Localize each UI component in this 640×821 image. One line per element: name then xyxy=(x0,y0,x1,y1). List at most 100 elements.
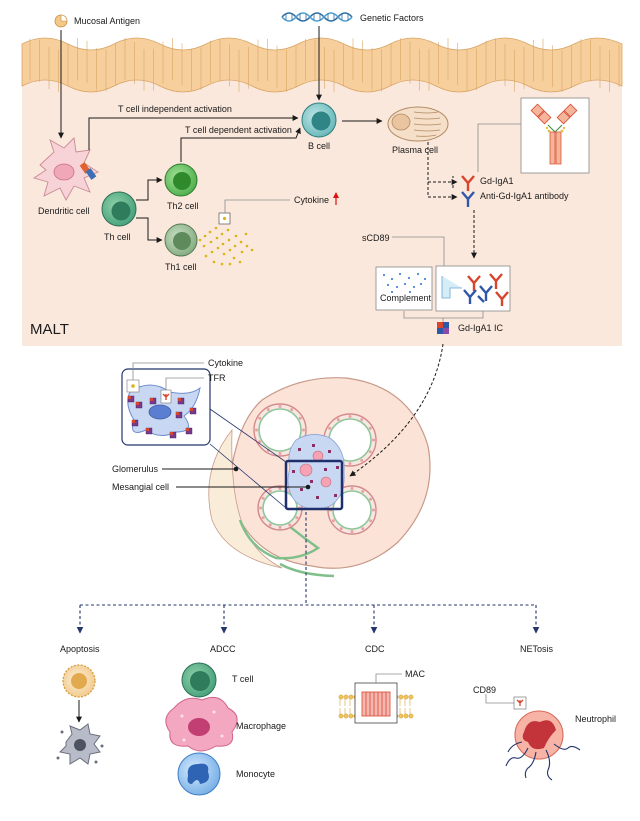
cd89-label: CD89 xyxy=(473,685,496,695)
endothelial-cell xyxy=(369,497,373,501)
cytokine-dot xyxy=(228,262,232,266)
apoptosis-label: Apoptosis xyxy=(60,644,100,654)
zoom-connector-bottom xyxy=(209,443,287,509)
cytokine-dot xyxy=(234,234,238,238)
cytokine-dot xyxy=(232,256,236,260)
panel-ic-deposit-detail xyxy=(170,432,173,435)
complement-dot xyxy=(395,285,399,289)
endothelial-cell xyxy=(360,418,364,422)
endothelial-cell xyxy=(348,415,352,418)
genetic-factors-label: Genetic Factors xyxy=(360,13,424,23)
th2-cell xyxy=(164,163,198,197)
cytokine-dot xyxy=(198,238,202,242)
ic-to-glomerulus-arrow xyxy=(349,343,444,477)
cytokine-dot xyxy=(240,250,244,254)
cytokine-dot xyxy=(220,232,224,236)
cytokine-increase-arrow-icon xyxy=(333,192,339,205)
lipid-head-bottom xyxy=(348,713,354,719)
epithelium-layer xyxy=(21,37,623,93)
cytokine-dot xyxy=(212,260,216,264)
endothelial-cell xyxy=(336,418,340,422)
apoptotic-cell xyxy=(56,723,104,765)
cytokine-dot xyxy=(222,252,226,256)
endothelial-cell xyxy=(302,428,305,432)
plasma-cell xyxy=(387,106,449,142)
endothelial-cell xyxy=(266,408,270,412)
endothelial-cell xyxy=(369,519,373,523)
complement-dot xyxy=(419,282,423,286)
capillary-loops xyxy=(253,403,377,535)
lipid-head-top xyxy=(408,694,414,700)
cytokine-kidney-callout xyxy=(132,362,204,380)
cytokine-dot xyxy=(216,246,220,250)
complement-dot xyxy=(408,290,412,294)
lipid-head-top xyxy=(398,694,404,700)
endothelial-cell xyxy=(259,506,262,510)
cytokine-dot xyxy=(210,250,214,254)
complement-dot xyxy=(386,283,390,287)
ic-deposit xyxy=(328,450,331,453)
mesangial-pointer-dot xyxy=(305,484,311,490)
complement-box xyxy=(375,266,433,311)
cytokine-dot xyxy=(215,236,219,240)
scd89-callout xyxy=(392,236,445,272)
mesangial-zoom-box xyxy=(284,459,344,511)
macrophage xyxy=(165,696,238,752)
cytokine-dot xyxy=(250,248,254,252)
gd-iga1-label: Gd-IgA1 xyxy=(480,176,514,186)
cytokine-dot xyxy=(227,238,231,242)
panel-ic-deposit-detail xyxy=(132,420,135,423)
ic-deposit xyxy=(324,468,327,471)
cytokine-dot xyxy=(238,260,242,264)
epithelial-cells xyxy=(29,38,620,92)
capillary-lumen xyxy=(258,408,302,452)
cd89-receptor-icon xyxy=(516,699,524,706)
ic-deposit xyxy=(298,448,301,451)
adcc-label: ADCC xyxy=(210,644,236,654)
mucosal-antigen-label: Mucosal Antigen xyxy=(74,16,140,26)
panel-ic-deposit-detail xyxy=(178,398,181,401)
th1-cell xyxy=(164,223,198,257)
monocyte-label: Monocyte xyxy=(236,769,275,779)
endothelial-cell xyxy=(331,519,335,523)
cytokine-zoom-dot xyxy=(222,216,227,221)
th-cell-label: Th cell xyxy=(104,232,131,242)
complement-dot xyxy=(398,272,402,276)
ic-deposit xyxy=(300,488,303,491)
endothelial-cell xyxy=(360,458,364,462)
complement-dot xyxy=(390,277,394,281)
endothelial-cell xyxy=(368,426,372,430)
cdc-label: CDC xyxy=(365,644,385,654)
cytokine-dot xyxy=(220,262,224,266)
endothelial-cell xyxy=(278,487,282,490)
tfr-label: TFR xyxy=(208,373,226,383)
anti-gd-iga1-icon xyxy=(461,191,475,207)
healthy-cell xyxy=(62,664,96,698)
t-cell xyxy=(181,662,217,698)
cytokine-callout-line xyxy=(224,199,290,213)
glomerulus-pointer-dot xyxy=(233,466,239,472)
mesangial-cell-label: Mesangial cell xyxy=(112,482,169,492)
cytokine-dot xyxy=(209,240,213,244)
endothelial-cell xyxy=(295,516,299,520)
complement-dot xyxy=(403,282,407,286)
ic-bracket xyxy=(403,311,484,319)
panel-immune-complexes xyxy=(127,395,197,439)
t-cell-label: T cell xyxy=(232,674,253,684)
gd-iga1-callout xyxy=(477,123,521,172)
neutrophil xyxy=(505,710,581,781)
endothelial-cell xyxy=(278,452,282,455)
th-to-th1-arrow xyxy=(136,217,163,243)
cytokine-dot xyxy=(204,254,208,258)
complement-dots xyxy=(382,272,427,294)
mac-callout xyxy=(375,673,402,683)
netosis-label: NETosis xyxy=(520,644,554,654)
panel-ic-deposit-detail xyxy=(128,396,131,399)
cytokine-dot xyxy=(233,244,237,248)
endothelial-cell xyxy=(261,516,265,520)
lipid-head-bottom xyxy=(398,713,404,719)
endothelial-cell xyxy=(298,416,302,420)
gd-iga1-ic-icon xyxy=(437,322,449,334)
tfr-receptor-icon xyxy=(162,393,170,400)
endothelial-cell xyxy=(328,426,332,430)
